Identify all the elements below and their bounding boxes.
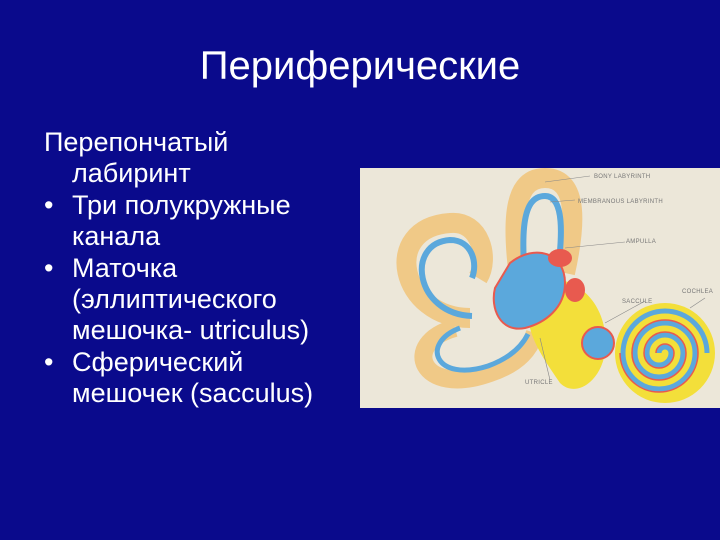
cochlea-spiral bbox=[620, 308, 710, 392]
slide-title: Периферические bbox=[199, 44, 521, 88]
intro-line-2: лабиринт bbox=[72, 158, 191, 188]
bullet-line: Сферический bbox=[72, 347, 244, 377]
bullet-line: Маточка bbox=[72, 253, 178, 283]
bullet-line: Три полукружные bbox=[72, 190, 291, 220]
bullet-icon: • bbox=[44, 190, 54, 220]
cochlea-shape bbox=[615, 303, 715, 403]
slide-body: Перепончатый лабиринт • Три полукружные к… bbox=[44, 127, 364, 410]
bullet-line: (эллиптического bbox=[72, 284, 277, 314]
bony-canal-shape bbox=[396, 212, 493, 328]
bullet-item: • Маточка (эллиптического мешочка- utricu… bbox=[44, 253, 364, 346]
bullet-line: мешочек (sacculus) bbox=[72, 378, 314, 408]
intro-paragraph: Перепончатый лабиринт bbox=[44, 127, 364, 189]
saccule-shape bbox=[581, 326, 615, 360]
bullet-icon: • bbox=[44, 347, 54, 377]
ampulla-shape bbox=[548, 249, 572, 267]
label-utricle: UTRICLE bbox=[525, 380, 553, 386]
membranous-canal-shape bbox=[418, 236, 478, 319]
label-cochlea: COCHLEA bbox=[682, 289, 713, 295]
utricle-shape bbox=[492, 251, 567, 330]
bony-canal-shape bbox=[414, 319, 544, 389]
leader-lines bbox=[539, 175, 706, 381]
intro-line-1: Перепончатый bbox=[44, 127, 229, 157]
bony-canal-shape bbox=[505, 168, 583, 320]
ampulla-shape bbox=[565, 278, 585, 302]
bullet-item: • Три полукружные канала bbox=[44, 190, 364, 252]
bullet-line: мешочка- utriculus) bbox=[72, 315, 310, 345]
label-ampulla: AMPULLA bbox=[626, 239, 656, 245]
cochlea-spiral-accent bbox=[619, 319, 699, 393]
bullet-item: • Сферический мешочек (sacculus) bbox=[44, 347, 364, 409]
membranous-canal-shape bbox=[434, 325, 531, 373]
inner-ear-illustration: BONY LABYRINTH MEMBRANOUS LABYRINTH AMPU… bbox=[396, 168, 715, 403]
bullet-line: канала bbox=[72, 221, 161, 251]
label-bony-labyrinth: BONY LABYRINTH bbox=[594, 174, 650, 180]
inner-ear-diagram: BONY LABYRINTH MEMBRANOUS LABYRINTH AMPU… bbox=[360, 168, 720, 408]
label-membranous-labyrinth: MEMBRANOUS LABYRINTH bbox=[578, 199, 663, 205]
bullet-icon: • bbox=[44, 253, 54, 283]
label-saccule: SACCULE bbox=[622, 299, 652, 305]
